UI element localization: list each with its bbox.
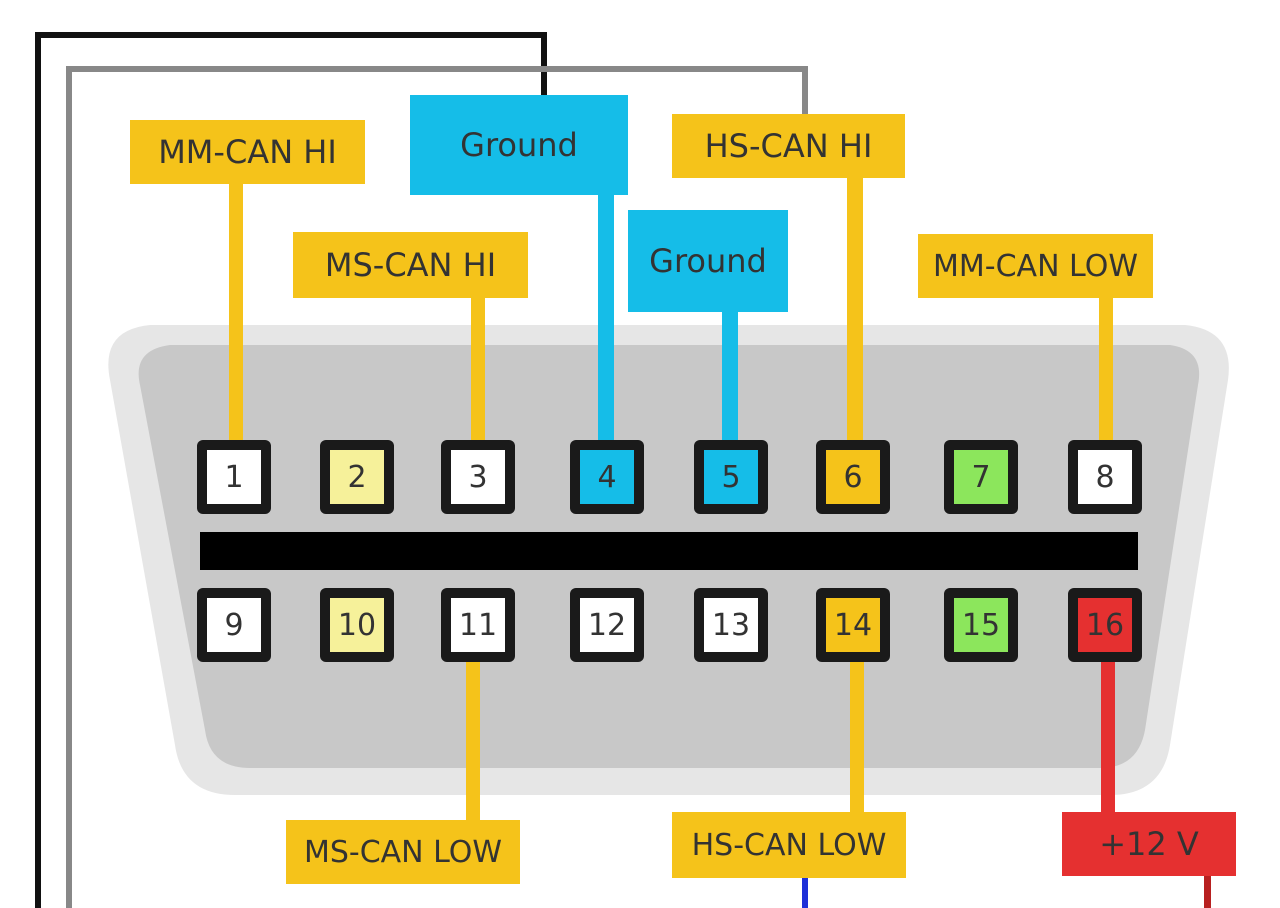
pin-number: 5	[704, 450, 758, 504]
label-plus-12v: +12 V	[1062, 812, 1236, 876]
pin-number: 14	[826, 598, 880, 652]
pin-number: 3	[451, 450, 505, 504]
pin-number: 1	[207, 450, 261, 504]
pin-6: 6	[816, 440, 890, 514]
label-mm-can-low: MM-CAN LOW	[918, 234, 1153, 298]
pin-number: 10	[330, 598, 384, 652]
label-ground-b: Ground	[628, 210, 788, 312]
blue-wire-bottom	[802, 878, 808, 908]
black-wire-top	[35, 32, 547, 38]
pin-number: 15	[954, 598, 1008, 652]
lead-pin4	[598, 192, 614, 446]
pin-3: 3	[441, 440, 515, 514]
label-ms-can-hi: MS-CAN HI	[293, 232, 528, 298]
lead-pin14	[850, 652, 864, 816]
red-wire-bottom	[1204, 874, 1211, 908]
pin-12: 12	[570, 588, 644, 662]
pin-number: 16	[1078, 598, 1132, 652]
lead-pin6	[847, 176, 863, 444]
label-hs-can-low: HS-CAN LOW	[672, 812, 906, 878]
pin-13: 13	[694, 588, 768, 662]
label-hs-can-hi: HS-CAN HI	[672, 114, 905, 178]
label-ground-a: Ground	[410, 95, 628, 195]
pin-number: 12	[580, 598, 634, 652]
pin-number: 8	[1078, 450, 1132, 504]
pin-9: 9	[197, 588, 271, 662]
pin-5: 5	[694, 440, 768, 514]
pin-2: 2	[320, 440, 394, 514]
pin-number: 13	[704, 598, 758, 652]
lead-pin16	[1101, 652, 1115, 816]
pin-number: 9	[207, 598, 261, 652]
pin-1: 1	[197, 440, 271, 514]
pin-4: 4	[570, 440, 644, 514]
grey-wire-top	[66, 66, 808, 72]
pin-number: 4	[580, 450, 634, 504]
black-wire-vertical-left	[35, 32, 41, 908]
lead-pin8	[1099, 296, 1113, 442]
lead-pin11	[466, 652, 480, 824]
pin-number: 7	[954, 450, 1008, 504]
pin-16: 16	[1068, 588, 1142, 662]
lead-pin3	[471, 296, 485, 442]
pin-row-separator	[200, 532, 1138, 570]
pin-number: 11	[451, 598, 505, 652]
pin-11: 11	[441, 588, 515, 662]
pin-10: 10	[320, 588, 394, 662]
lead-pin5	[722, 308, 738, 444]
grey-wire-vertical-left	[66, 66, 72, 908]
pin-number: 6	[826, 450, 880, 504]
label-mm-can-hi: MM-CAN HI	[130, 120, 365, 184]
pin-15: 15	[944, 588, 1018, 662]
lead-pin1	[229, 180, 243, 442]
label-ms-can-low: MS-CAN LOW	[286, 820, 520, 884]
pin-8: 8	[1068, 440, 1142, 514]
pin-number: 2	[330, 450, 384, 504]
pin-14: 14	[816, 588, 890, 662]
pin-7: 7	[944, 440, 1018, 514]
grey-wire-drop	[802, 66, 808, 120]
